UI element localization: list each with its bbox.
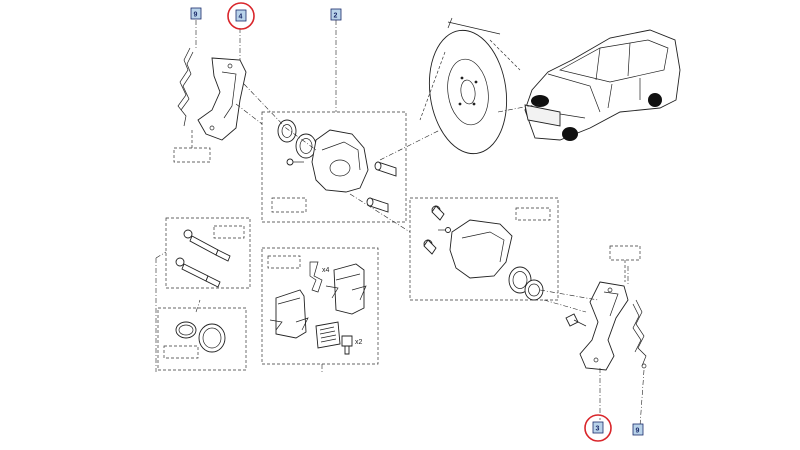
multiplier-clips-label: x4 xyxy=(322,267,330,274)
callout-4-top-label: 4 xyxy=(239,14,243,21)
callout-9-bottom-label: 9 xyxy=(636,428,640,435)
bracket-bolt xyxy=(565,313,587,327)
callout-9-bottom[interactable]: 9 xyxy=(632,423,644,436)
kit-left-leader-2 xyxy=(155,251,167,259)
spring-wire-top xyxy=(177,47,194,127)
callout-2-top-label: 2 xyxy=(334,13,338,20)
label-box-top-left xyxy=(173,147,211,163)
caliper-bracket-top xyxy=(197,57,247,141)
callout-3-bottom[interactable]: 3 xyxy=(584,414,612,442)
multiplier-bolts-label: x2 xyxy=(355,339,363,346)
highlight-ring-4 xyxy=(227,2,255,30)
spring-wire-bottom xyxy=(632,299,647,369)
caliper-bracket-bottom xyxy=(579,245,641,371)
brake-disc xyxy=(419,17,521,155)
highlight-ring-3 xyxy=(584,414,612,442)
brake-pad-kit xyxy=(261,247,379,365)
callout-3-bottom-label: 3 xyxy=(596,426,600,433)
assembly-axis-lines xyxy=(195,20,645,427)
vehicle-illustration xyxy=(524,29,681,141)
callout-4-top[interactable]: 4 xyxy=(227,2,255,30)
seal-kit xyxy=(157,307,247,371)
caliper-kit-group xyxy=(261,111,407,223)
caliper-kit-group-right xyxy=(409,197,559,301)
callout-2-top[interactable]: 2 xyxy=(330,8,342,21)
callout-9-top[interactable]: 9 xyxy=(190,7,202,20)
disc-to-car-leader xyxy=(497,103,541,113)
callout-9-top-label: 9 xyxy=(194,12,198,19)
guide-pin-kit xyxy=(165,217,251,289)
